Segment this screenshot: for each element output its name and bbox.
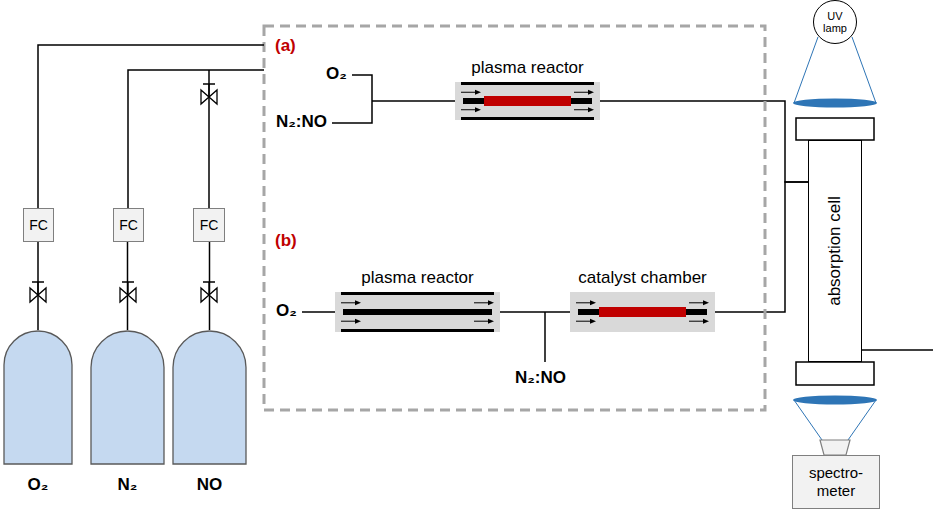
- panel-tag: (b): [275, 231, 297, 251]
- gas-line-connector: [715, 182, 808, 312]
- node-label: spectro-meter: [804, 464, 868, 500]
- lens: [793, 396, 877, 405]
- gas-cylinder: O₂: [3, 330, 73, 465]
- node-label: plasma reactor: [361, 268, 473, 288]
- node-label: absorption cell: [825, 196, 845, 306]
- gas-line: [38, 45, 264, 208]
- gas-line: [128, 70, 264, 208]
- gas-line: [208, 70, 210, 208]
- node-label: FC: [200, 217, 219, 233]
- node-label: UV lamp: [820, 10, 850, 34]
- gas-line-connector: [37, 242, 39, 330]
- cylinder-shape: [90, 330, 165, 465]
- spectrometer: spectro-meter: [792, 455, 880, 509]
- input-line: [372, 100, 455, 102]
- valve-symbol: [120, 282, 136, 302]
- reactor-shape: [455, 82, 600, 120]
- valve-symbol: [30, 282, 46, 302]
- node-label: FC: [29, 217, 48, 233]
- reactor-chamber: plasma reactor: [455, 82, 600, 120]
- absorption-cell: absorption cell: [808, 140, 862, 362]
- cell-cap: [796, 362, 874, 385]
- node-label: NO: [172, 475, 247, 495]
- reactor-shape: [335, 292, 500, 332]
- gas-cylinder: N₂: [90, 330, 165, 465]
- node-label: FC: [119, 217, 138, 233]
- reactor-chamber: plasma reactor: [335, 292, 500, 332]
- outlet-line: [862, 349, 933, 351]
- gas-input-label: N₂:NO: [515, 368, 566, 388]
- flow-controller: FC: [23, 208, 54, 242]
- panel-tag: (a): [275, 36, 296, 56]
- input-line: [544, 312, 546, 362]
- cell-cap: [796, 118, 874, 140]
- gas-input-label: N₂:NO: [276, 112, 327, 132]
- gas-line-connector: [600, 101, 808, 182]
- spectrometer-inlet: [820, 440, 850, 455]
- light-ray: [848, 400, 876, 440]
- node-label: O₂: [3, 475, 73, 495]
- input-line: [302, 311, 335, 313]
- node-label: plasma reactor: [471, 58, 583, 78]
- gas-input-label: O₂: [326, 64, 347, 84]
- uv-lamp: UV lamp: [813, 0, 857, 44]
- valve-symbol: [201, 282, 217, 302]
- light-ray: [852, 37, 876, 103]
- cylinder-shape: [3, 330, 73, 465]
- gas-input-label: O₂: [276, 301, 297, 321]
- gas-line-connector: [209, 242, 211, 330]
- reactor-shape: [570, 292, 715, 332]
- light-ray: [794, 37, 818, 103]
- gas-line-connector: [500, 311, 570, 313]
- lens: [793, 99, 877, 108]
- flow-controller: FC: [113, 208, 144, 242]
- dashed-enclosure: [264, 26, 765, 410]
- reactor-chamber: catalyst chamber: [570, 292, 715, 332]
- light-ray: [794, 400, 822, 440]
- node-label: catalyst chamber: [578, 268, 707, 288]
- flow-controller: FC: [193, 208, 225, 242]
- gas-line-connector: [127, 242, 129, 330]
- cylinder-shape: [172, 330, 247, 465]
- valve-symbol: [201, 84, 217, 104]
- gas-cylinder: NO: [172, 330, 247, 465]
- node-label: N₂: [90, 475, 165, 495]
